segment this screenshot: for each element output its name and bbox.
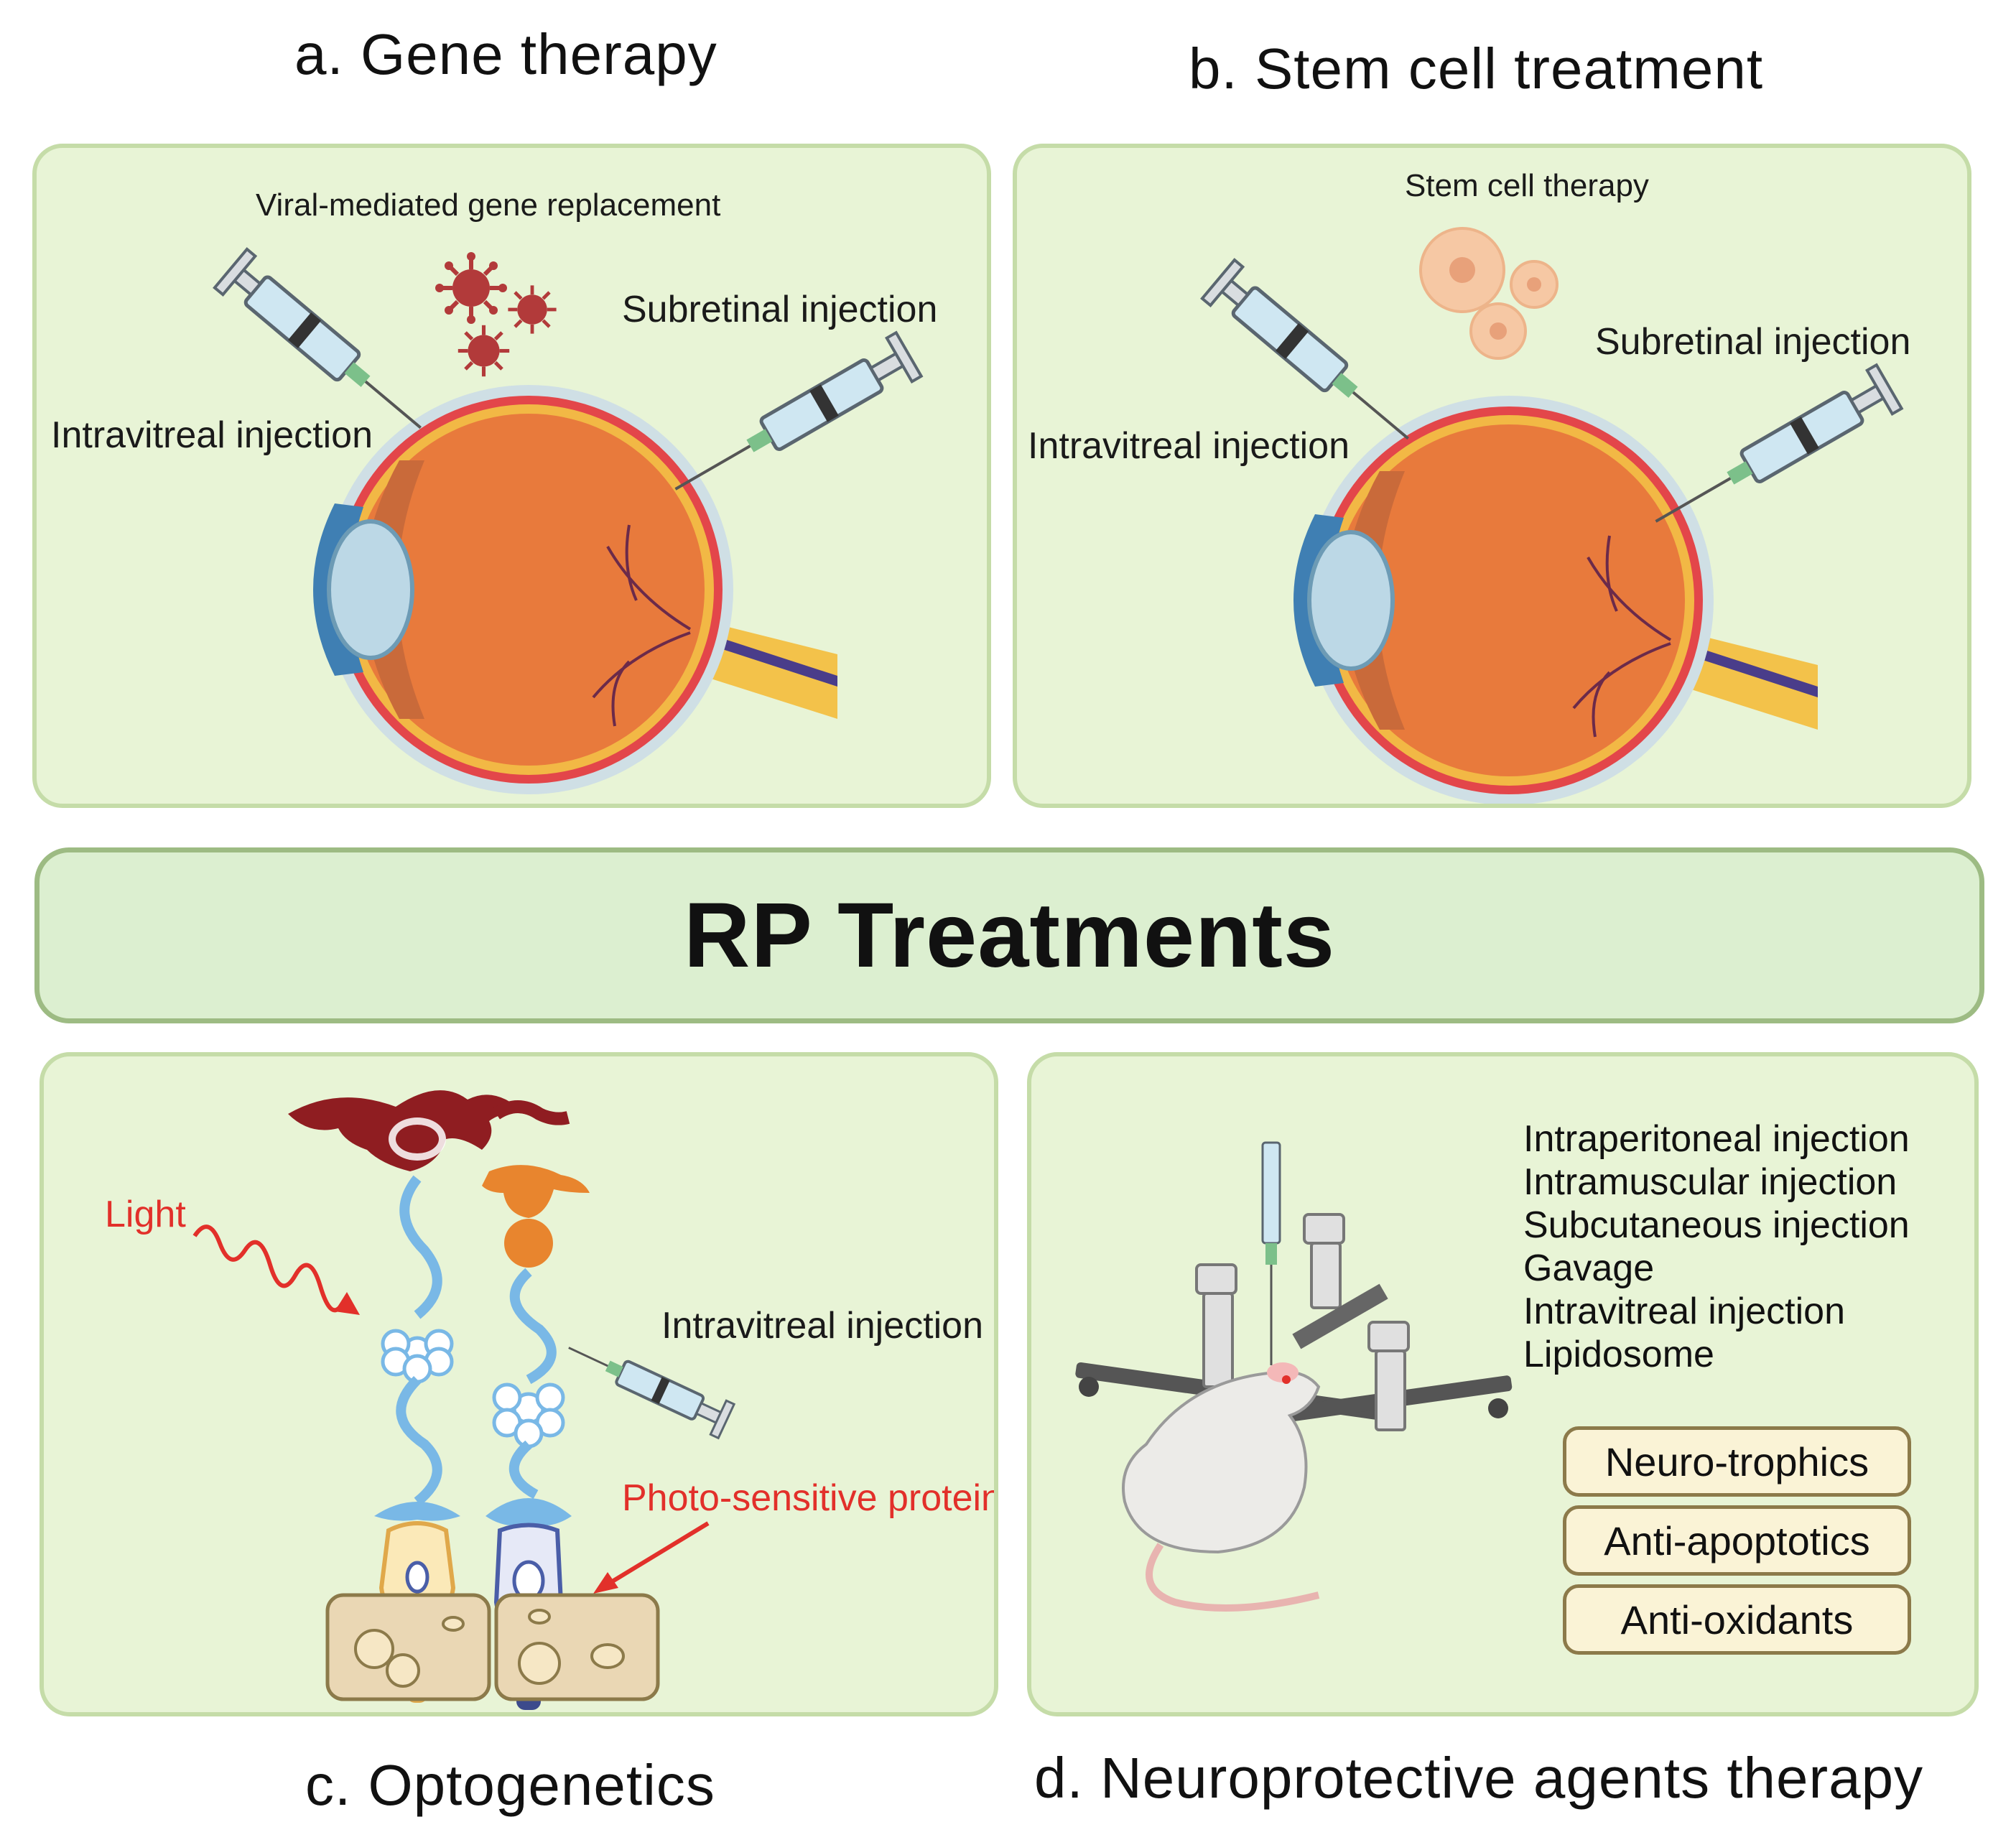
intravitreal-label-a: Intravitreal injection bbox=[51, 414, 373, 456]
route-item: Intravitreal injection bbox=[1523, 1291, 1845, 1332]
retinal-cells-icon bbox=[288, 1090, 590, 1710]
panel-gene-therapy: Viral-mediated gene replacement Intravit… bbox=[32, 144, 991, 808]
agent-badge: Neuro-trophics bbox=[1563, 1426, 1911, 1497]
banner-title: RP Treatments bbox=[684, 884, 1335, 987]
panel-optogenetics: Light Intravitreal injection Photo-sensi… bbox=[40, 1052, 998, 1716]
light-label: Light bbox=[105, 1194, 186, 1235]
subretinal-label-b: Subretinal injection bbox=[1595, 321, 1911, 363]
agent-badge: Anti-apoptotics bbox=[1563, 1505, 1911, 1576]
route-item: Gavage bbox=[1523, 1247, 1655, 1289]
route-item: Subcutaneous injection bbox=[1523, 1204, 1910, 1246]
intravitreal-label-b: Intravitreal injection bbox=[1028, 425, 1350, 467]
agent-badge: Anti-oxidants bbox=[1563, 1584, 1911, 1655]
gene-replacement-header: Viral-mediated gene replacement bbox=[256, 187, 721, 223]
arrow-icon bbox=[593, 1521, 710, 1594]
stem-cell-icon bbox=[1419, 227, 1559, 360]
virus-icon bbox=[508, 285, 557, 334]
panel-stem-cell-treatment: Stem cell therapy Intravitreal injection… bbox=[1013, 144, 1971, 808]
panel-c-title: c. Optogenetics bbox=[305, 1753, 715, 1817]
stereotaxic-rat-icon bbox=[1075, 1141, 1513, 1612]
panel-neuroprotective: Intraperitoneal injection Intramuscular … bbox=[1027, 1052, 1979, 1716]
stem-cell-therapy-header: Stem cell therapy bbox=[1405, 168, 1649, 203]
syringe-icon bbox=[1655, 363, 1904, 523]
photosensitive-protein-label: Photo-sensitive protein bbox=[622, 1477, 998, 1519]
subretinal-label-a: Subretinal injection bbox=[622, 289, 938, 330]
light-wave-icon bbox=[192, 1224, 360, 1315]
rpe-cells-icon bbox=[325, 1593, 660, 1701]
panel-a-title: a. Gene therapy bbox=[294, 22, 717, 86]
eye-icon bbox=[313, 385, 837, 794]
route-item: Intraperitoneal injection bbox=[1523, 1118, 1910, 1160]
eye-icon bbox=[1293, 396, 1818, 804]
route-item: Intramuscular injection bbox=[1523, 1161, 1897, 1203]
panel-b-title: b. Stem cell treatment bbox=[1189, 37, 1764, 101]
intravitreal-label-c: Intravitreal injection bbox=[661, 1305, 983, 1347]
syringe-icon bbox=[1200, 258, 1409, 440]
syringe-icon bbox=[568, 1347, 736, 1440]
virus-icon bbox=[457, 325, 510, 377]
syringe-icon bbox=[213, 247, 422, 429]
route-item: Lipidosome bbox=[1523, 1334, 1714, 1375]
rp-treatments-banner: RP Treatments bbox=[34, 847, 1984, 1023]
syringe-icon bbox=[674, 330, 924, 491]
virus-icon bbox=[435, 252, 507, 324]
panel-d-title: d. Neuroprotective agents therapy bbox=[1034, 1746, 1924, 1810]
